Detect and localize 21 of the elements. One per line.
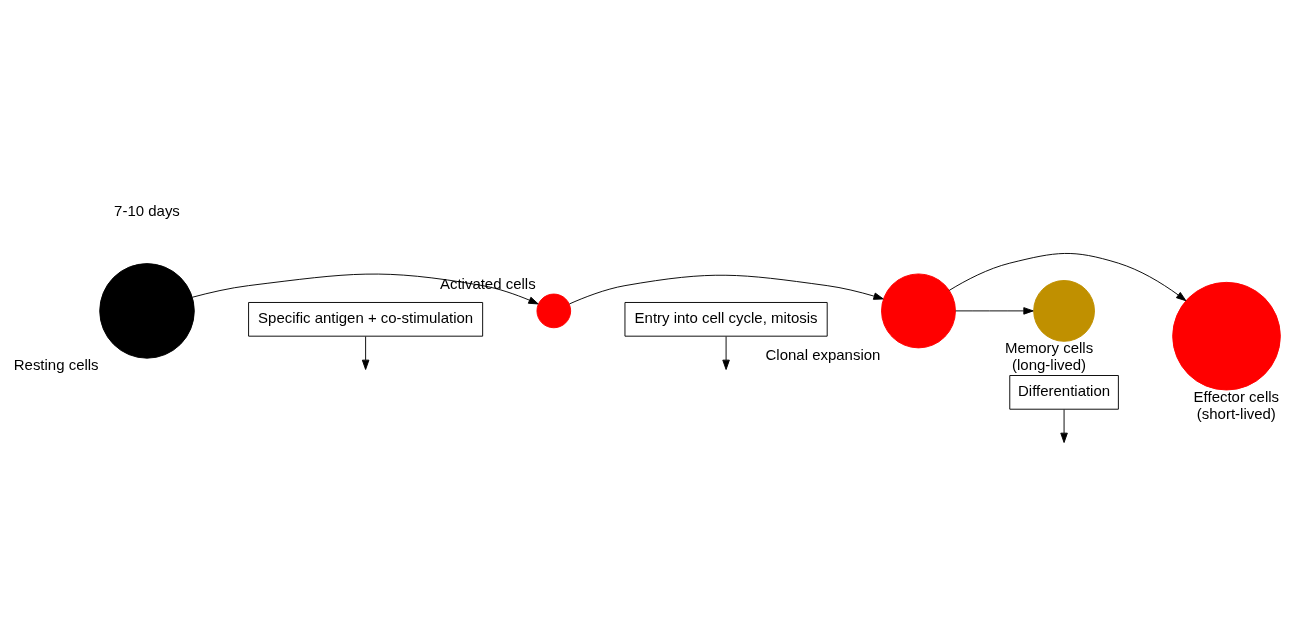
node-label: (short-lived) — [1196, 404, 1276, 422]
arrow — [948, 253, 1187, 302]
node-label: Resting cells — [13, 356, 99, 374]
node-box: Specific antigen + co-stimulation — [248, 302, 484, 337]
node-box: Entry into cell cycle, mitosis — [624, 302, 828, 337]
node-circle — [1033, 280, 1095, 342]
node-circle — [536, 293, 572, 329]
arrow — [955, 307, 1034, 315]
arrow — [1060, 409, 1068, 443]
arrow — [361, 336, 370, 370]
node-circle — [881, 273, 956, 349]
node-box: Differentiation — [1009, 375, 1119, 410]
arrow — [191, 273, 539, 305]
node-label: Clonal expansion — [765, 345, 881, 363]
label: 7-10 days — [114, 202, 180, 220]
node-circle — [99, 263, 195, 359]
arrow — [722, 336, 730, 370]
node-label: Memory cells — [1005, 339, 1094, 357]
arrow — [568, 274, 884, 305]
node-label: (long-lived) — [1012, 356, 1087, 374]
node-label: Effector cells — [1193, 388, 1280, 405]
